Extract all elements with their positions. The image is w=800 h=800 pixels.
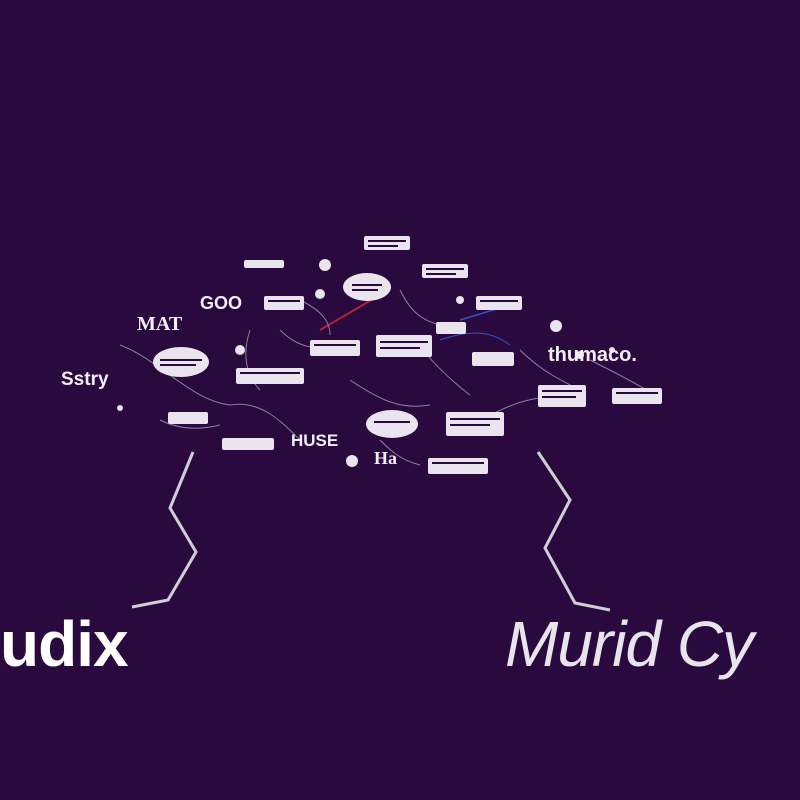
fragment-noise: [160, 240, 658, 464]
fragment: [364, 236, 410, 250]
node-dot: [117, 405, 123, 411]
label-huse: HUSE: [291, 431, 338, 450]
fragment: [236, 368, 304, 384]
fragment: [422, 264, 468, 278]
node-dot: [346, 455, 358, 467]
fragment: [264, 296, 304, 310]
fragment: [153, 347, 209, 377]
word-right: Murid Cy: [505, 608, 754, 680]
fragment: [472, 352, 514, 366]
word-left: udix: [0, 608, 129, 680]
fragment: [244, 260, 284, 268]
node-dot: [550, 320, 562, 332]
fragment: [310, 340, 360, 356]
fragment: [343, 273, 391, 301]
node-dot: [235, 345, 245, 355]
fragment: [366, 410, 418, 438]
network-connections: [119, 289, 651, 466]
node-dot: [576, 351, 584, 359]
right-bracket-line: [536, 451, 611, 612]
label-goo: GOO: [200, 293, 242, 313]
fragment: [436, 322, 466, 334]
fragment: [612, 388, 662, 404]
fragment: [476, 296, 522, 310]
cloud-fragments: [117, 236, 662, 474]
fragment: [222, 438, 274, 450]
fragment: [428, 458, 488, 474]
node-dot: [319, 259, 331, 271]
label-sstry: Sstry: [61, 369, 109, 390]
node-dot: [456, 296, 464, 304]
fragment: [376, 335, 432, 357]
left-bracket-line: [131, 451, 198, 609]
label-mat: MAT: [137, 313, 183, 335]
label-thumaco: thumaco.: [548, 344, 637, 366]
node-dot: [315, 289, 325, 299]
fragment: [168, 412, 208, 424]
label-ha: Ha: [374, 448, 397, 468]
node-dot: [609, 347, 615, 353]
